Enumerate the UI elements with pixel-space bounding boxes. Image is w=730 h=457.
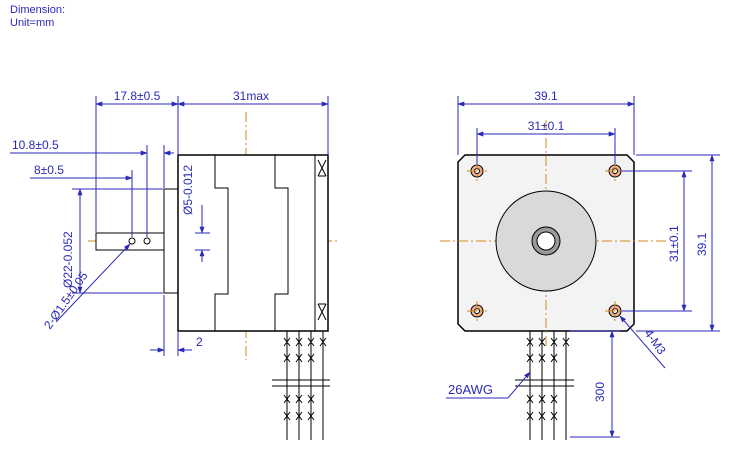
dim-flat-length: 8±0.5 bbox=[34, 163, 64, 177]
side-lead-wires bbox=[272, 331, 330, 440]
front-lead-wires bbox=[515, 331, 574, 440]
pin-hole-1 bbox=[128, 237, 136, 245]
dim-lead-length: 300 bbox=[593, 382, 607, 402]
dim-body-length: 31max bbox=[233, 89, 269, 103]
body-step-1 bbox=[214, 155, 229, 331]
shaft bbox=[95, 232, 165, 251]
unit-label: Unit=mm bbox=[10, 17, 55, 29]
side-view: 17.8±0.5 31max 10.8±0.5 8±0.5 Ø22-0.052 … bbox=[10, 89, 340, 440]
end-cap-mark-top bbox=[317, 159, 327, 177]
dim-boss-dia: Ø22-0.052 bbox=[61, 231, 75, 288]
end-cap-mark-bottom bbox=[317, 303, 327, 321]
dimension-label: Dimension: bbox=[10, 4, 66, 16]
dim-width: 39.1 bbox=[534, 89, 558, 103]
mount-hole-leader bbox=[619, 315, 666, 369]
dim-hole-spacing-v: 31±0.1 bbox=[667, 225, 681, 262]
dim-flange-thickness: 2 bbox=[196, 335, 203, 349]
dim-shaft-dia: Ø5-0.012 bbox=[181, 165, 195, 215]
mount-holes bbox=[467, 161, 625, 321]
awg-leader bbox=[507, 371, 531, 399]
shaft-inner bbox=[536, 231, 556, 251]
wire-gauge-label: 26AWG bbox=[448, 382, 493, 397]
dim-hole-spacing-h: 31±0.1 bbox=[528, 119, 565, 133]
dim-shaft-length: 17.8±0.5 bbox=[114, 89, 161, 103]
body-step-2 bbox=[274, 155, 289, 331]
dim-height: 39.1 bbox=[695, 232, 709, 256]
pin-hole-2 bbox=[143, 237, 151, 245]
front-view: 39.1 31±0.1 31±0.1 39.1 4-M3 26AWG 300 bbox=[440, 89, 720, 440]
motor-body-side bbox=[177, 154, 329, 332]
boss bbox=[163, 188, 179, 294]
pin-hole-leader bbox=[55, 243, 131, 323]
dim-shaft-to-flange: 10.8±0.5 bbox=[12, 138, 59, 152]
